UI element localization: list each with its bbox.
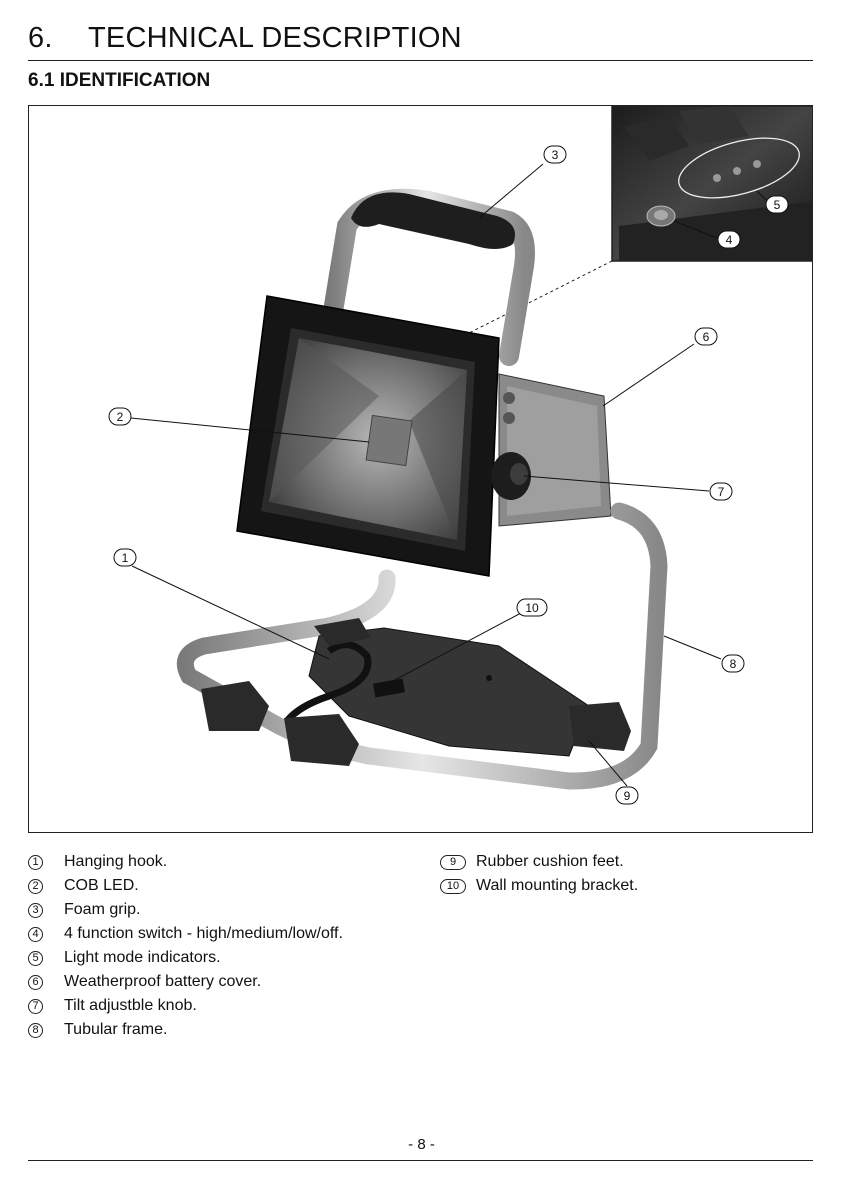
svg-text:8: 8 [730,657,737,671]
list-item: 3 Foam grip. [28,898,343,922]
item-number-badge: 2 [28,879,43,894]
callout-6: 6 [695,328,717,345]
callout-3: 3 [544,146,566,163]
callout-2: 2 [109,408,131,425]
svg-text:3: 3 [552,148,559,162]
list-item: 2 COB LED. [28,874,343,898]
callout-4: 4 [718,231,740,248]
item-number-badge: 3 [28,903,43,918]
list-item: 6 Weatherproof battery cover. [28,970,343,994]
svg-text:2: 2 [117,410,124,424]
product-illustration: 1 2 3 4 5 6 7 [28,105,813,833]
svg-text:4: 4 [726,233,733,247]
list-item: 7 Tilt adjustble knob. [28,994,343,1018]
callout-7: 7 [710,483,732,500]
item-number-badge: 4 [28,927,43,942]
svg-text:7: 7 [718,485,725,499]
item-label: Foam grip. [64,898,140,922]
chapter-title: 6.TECHNICAL DESCRIPTION [28,22,462,55]
switch-closeup-inset [612,106,813,261]
item-number-badge: 10 [440,879,466,894]
item-number-badge: 9 [440,855,466,870]
battery-housing [499,374,611,526]
list-item: 5 Light mode indicators. [28,946,343,970]
item-number-badge: 1 [28,855,43,870]
item-label: Wall mounting bracket. [476,874,638,898]
item-label: Rubber cushion feet. [476,850,624,874]
parts-list-column-1: 1 Hanging hook. 2 COB LED. 3 Foam grip. 4 4 … [28,850,343,1042]
callout-5: 5 [766,196,788,213]
section-title: 6.1 IDENTIFICATION [28,70,210,92]
svg-text:9: 9 [624,789,631,803]
parts-list-column-2: 9 Rubber cushion feet. 10 Wall mounting br… [440,850,638,898]
item-label: Hanging hook. [64,850,167,874]
svg-text:6: 6 [703,330,710,344]
chapter-title-text: TECHNICAL DESCRIPTION [88,22,462,54]
list-item: 8 Tubular frame. [28,1018,343,1042]
item-number-badge: 7 [28,999,43,1014]
svg-text:10: 10 [525,601,539,615]
callout-10: 10 [517,599,547,616]
footer-divider [28,1160,813,1161]
inset-dashed-leader [467,261,612,334]
list-item: 10 Wall mounting bracket. [440,874,638,898]
item-label: Light mode indicators. [64,946,221,970]
item-label: Tubular frame. [64,1018,167,1042]
callout-1: 1 [114,549,136,566]
callout-9: 9 [616,787,638,804]
lamp-head [237,296,499,576]
page-number: - 8 - [0,1136,843,1153]
item-label: COB LED. [64,874,139,898]
list-item: 1 Hanging hook. [28,850,343,874]
item-number-badge: 6 [28,975,43,990]
item-label: 4 function switch - high/medium/low/off. [64,922,343,946]
list-item: 4 4 function switch - high/medium/low/off… [28,922,343,946]
item-number-badge: 8 [28,1023,43,1038]
item-label: Weatherproof battery cover. [64,970,261,994]
header-divider [28,60,813,61]
chapter-number: 6. [28,22,88,55]
item-label: Tilt adjustble knob. [64,994,197,1018]
list-item: 9 Rubber cushion feet. [440,850,638,874]
callout-8: 8 [722,655,744,672]
svg-text:5: 5 [774,198,781,212]
svg-text:1: 1 [122,551,129,565]
item-number-badge: 5 [28,951,43,966]
work-light-drawing: 1 2 3 4 5 6 7 [29,106,813,833]
